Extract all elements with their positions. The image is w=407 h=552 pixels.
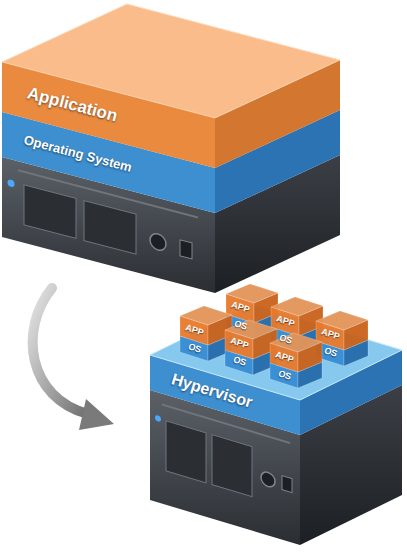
layer-band: Application bbox=[25, 84, 119, 126]
vm-cube: APPOS bbox=[268, 330, 324, 392]
layer-band: Hypervisor bbox=[169, 370, 254, 412]
power-button bbox=[261, 470, 275, 488]
power-led bbox=[155, 415, 161, 423]
hypervisor-layer bbox=[150, 305, 402, 435]
transform-arrow bbox=[33, 288, 114, 430]
cube-face bbox=[270, 333, 322, 352]
port bbox=[180, 240, 192, 259]
layer-label: Operating System bbox=[22, 133, 133, 176]
arrow-head bbox=[79, 399, 114, 430]
port bbox=[282, 476, 292, 493]
cube-face bbox=[271, 297, 323, 316]
power-button bbox=[150, 232, 166, 252]
drive-bay bbox=[24, 185, 76, 239]
drive-bay bbox=[84, 201, 136, 255]
layer-label: Application bbox=[25, 84, 119, 126]
cube-face bbox=[226, 284, 278, 303]
cube-face bbox=[180, 306, 232, 325]
cube-face bbox=[225, 320, 277, 339]
power-led bbox=[8, 179, 15, 188]
drive-bay bbox=[166, 421, 206, 483]
layer-label: Hypervisor bbox=[169, 370, 254, 412]
drive-bay bbox=[212, 435, 252, 497]
arrow-shaft bbox=[33, 288, 88, 414]
layer-band: Operating System bbox=[22, 133, 133, 176]
cube-face bbox=[316, 311, 368, 330]
